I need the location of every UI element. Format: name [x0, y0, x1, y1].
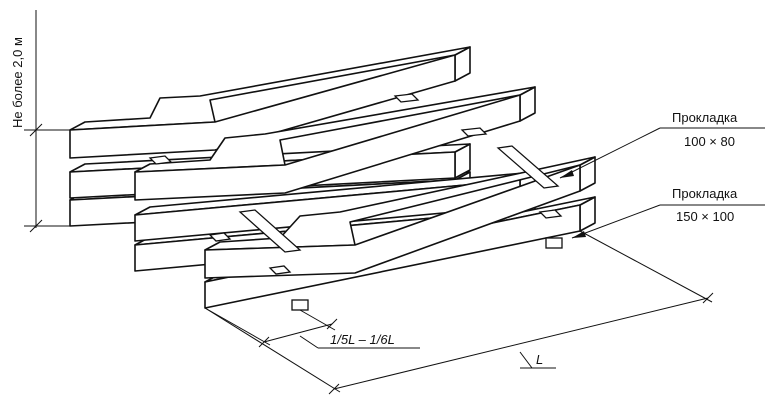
- spacer-pad: [268, 265, 292, 275]
- spacer-pad: [148, 155, 173, 165]
- beam: [134, 86, 536, 201]
- overhang-dimension: 1/5L – 1/6L: [204, 307, 420, 349]
- support-block: [291, 299, 309, 311]
- spacer-pad: [238, 209, 302, 253]
- length-dimension: L: [204, 230, 714, 395]
- height-limit-label: Не более 2,0 м: [10, 37, 25, 128]
- support-block: [545, 237, 563, 249]
- height-dimension: Не более 2,0 м: [10, 10, 75, 233]
- spacer-pad: [460, 127, 488, 137]
- length-label: L: [536, 352, 543, 367]
- pad-callout-small-title: Прокладка: [672, 110, 738, 125]
- pad-callout-large-size: 150 × 100: [676, 209, 734, 224]
- pad-callout-small-size: 100 × 80: [684, 134, 735, 149]
- overhang-label: 1/5L – 1/6L: [330, 332, 395, 347]
- spacer-pads: [148, 93, 563, 311]
- spacer-pad: [538, 209, 563, 219]
- spacer-pad: [208, 232, 232, 242]
- pad-callout-large-title: Прокладка: [672, 186, 738, 201]
- pad-callout-large: Прокладка 150 × 100: [571, 186, 765, 239]
- beam: [69, 46, 471, 159]
- spacer-pad: [496, 145, 560, 189]
- pad-callout-small: Прокладка 100 × 80: [559, 110, 765, 179]
- spacer-pad: [393, 93, 420, 103]
